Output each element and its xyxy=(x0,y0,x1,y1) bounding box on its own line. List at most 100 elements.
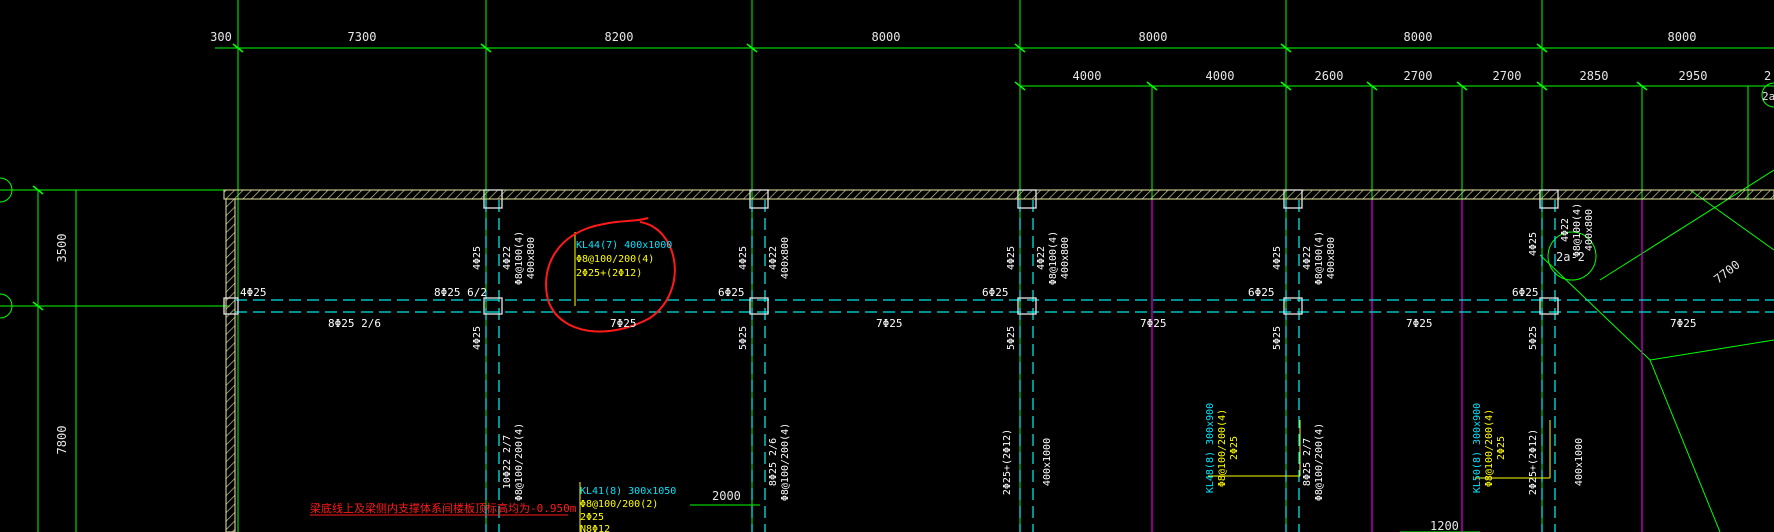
rebar-mid-2: 6Φ25 xyxy=(718,286,745,299)
dim-4000-b: 4000 xyxy=(1206,69,1235,83)
kl48-beam-label: KL48(8) 300x900 Φ8@100/200(4) 2Φ25 xyxy=(1205,403,1240,493)
dim-7800: 7800 xyxy=(55,426,69,455)
rebar-mid-1: 7Φ25 xyxy=(610,317,637,330)
dim-4000-a: 4000 xyxy=(1073,69,1102,83)
beam-lines xyxy=(235,200,1774,532)
rebar-mid-6: 7Φ25 xyxy=(876,317,903,330)
dims-left: 3500 7800 xyxy=(55,234,69,455)
kl41-title: KL41(8) 300x1050 xyxy=(580,486,676,497)
magenta-guide-lines xyxy=(1151,200,1643,532)
kl41-beam-label: KL41(8) 300x1050 Φ8@100/200(2) 2Φ25 N8Φ1… xyxy=(580,486,676,532)
wall-band xyxy=(223,189,1774,532)
columns xyxy=(223,189,1559,315)
c4-bot-2: Φ8@100/200(4) xyxy=(1314,423,1325,501)
col4-up-r1: 4Φ22 xyxy=(1302,246,1313,270)
dim-8000-d: 8000 xyxy=(1668,30,1697,44)
rebar-left-862: 8Φ25 6/2 xyxy=(434,286,487,299)
c2-bot-1: 8Φ25 2/6 xyxy=(768,438,779,486)
dim-2600: 2600 xyxy=(1315,69,1344,83)
col1-up-r2: Φ8@100(4) xyxy=(514,231,525,285)
dims-top-row: 300 7300 8200 8000 8000 8000 8000 xyxy=(210,30,1696,44)
kl44-beam-label: KL44(7) 400x1000 Φ8@100/200(4) 2Φ25+(2Φ1… xyxy=(576,240,672,279)
c3-bot-2: 400x1000 xyxy=(1042,438,1053,486)
col5-up-r2: Φ8@100(4) xyxy=(1572,203,1583,257)
col2-low: 5Φ25 xyxy=(738,326,749,350)
c2-bot-2: Φ8@100/200(4) xyxy=(780,423,791,501)
red-note: 梁底线上及梁侧内支撑体系间楼板顶标高均为-0.950m xyxy=(310,501,577,515)
col5-up-left: 4Φ25 xyxy=(1528,232,1539,256)
kl50-beam-label: KL50(8) 300x900 Φ8@100/200(4) 2Φ25 xyxy=(1472,403,1507,493)
col3-up-r3: 400x800 xyxy=(1060,237,1071,279)
kl48-stirrup: Φ8@100/200(4) xyxy=(1217,409,1228,487)
kl41-web: N8Φ12 xyxy=(580,524,610,532)
kl50-stirrup: Φ8@100/200(4) xyxy=(1484,409,1495,487)
label-leaders xyxy=(574,232,1551,532)
col4-low: 5Φ25 xyxy=(1272,326,1283,350)
edge-number: 2 xyxy=(1764,69,1771,83)
col5-up-r3: 400x800 xyxy=(1584,209,1595,251)
col5-up-r1: 4Φ22 xyxy=(1560,218,1571,242)
axis-tag-2a-edge: 2a xyxy=(1762,90,1774,103)
c4-bot-1: 8Φ25 2/7 xyxy=(1302,438,1313,486)
col3-up-left: 4Φ25 xyxy=(1006,246,1017,270)
col1-up-r3: 400x800 xyxy=(526,237,537,279)
c5-bot-1: 2Φ25+(2Φ12) xyxy=(1528,429,1539,495)
col4-up-r3: 400x800 xyxy=(1326,237,1337,279)
c3-bot-1: 2Φ25+(2Φ12) xyxy=(1002,429,1013,495)
kl44-rebar: 2Φ25+(2Φ12) xyxy=(576,268,642,279)
dim-2000: 2000 xyxy=(712,489,741,503)
rebar-mid-8: 7Φ25 xyxy=(1406,317,1433,330)
dim-2700-b: 2700 xyxy=(1493,69,1522,83)
col1-up-r1: 4Φ22 xyxy=(502,246,513,270)
rebar-mid-7: 7Φ25 xyxy=(1140,317,1167,330)
kl48-rebar: 2Φ25 xyxy=(1229,436,1240,460)
col2-up-left: 4Φ25 xyxy=(738,246,749,270)
dim-2850: 2850 xyxy=(1580,69,1609,83)
rebar-left-top: 4Φ25 xyxy=(240,286,267,299)
kl50-title: KL50(8) 300x900 xyxy=(1472,403,1483,493)
dim-3500: 3500 xyxy=(55,234,69,263)
col3-up-r1: 4Φ22 xyxy=(1036,246,1047,270)
col5-low: 5Φ25 xyxy=(1528,326,1539,350)
col3-low: 5Φ25 xyxy=(1006,326,1017,350)
kl44-stirrup: Φ8@100/200(4) xyxy=(576,254,654,265)
col1-up-left: 4Φ25 xyxy=(472,246,483,270)
axis-tag-2a-2: 2a-2 xyxy=(1556,250,1585,264)
col4-up-left: 4Φ25 xyxy=(1272,246,1283,270)
kl48-title: KL48(8) 300x900 xyxy=(1205,403,1216,493)
col2-up-r1: 4Φ22 xyxy=(768,246,779,270)
column-upper-labels: 4Φ25 4Φ22 Φ8@100(4) 400x800 4Φ25 4Φ22 40… xyxy=(472,203,1595,285)
dim-1200: 1200 xyxy=(1430,519,1459,532)
dim-7700: 7700 xyxy=(1711,258,1742,287)
c1-bot-2: Φ8@100/200(4) xyxy=(514,423,525,501)
col1-low: 4Φ25 xyxy=(472,326,483,350)
dim-300: 300 xyxy=(210,30,232,44)
col2-up-r2: 400x800 xyxy=(780,237,791,279)
beam-rebar-labels: 4Φ25 8Φ25 6/2 8Φ25 2/6 7Φ25 6Φ25 6Φ25 6Φ… xyxy=(240,286,1697,330)
kl41-stirrup: Φ8@100/200(2) xyxy=(580,499,658,510)
rebar-mid-3: 6Φ25 xyxy=(982,286,1009,299)
dim-2700-a: 2700 xyxy=(1404,69,1433,83)
column-bottom-labels: 10Φ22 2/7 Φ8@100/200(4) 8Φ25 2/6 Φ8@100/… xyxy=(502,423,1585,501)
column-lower-labels: 4Φ25 5Φ25 5Φ25 5Φ25 5Φ25 xyxy=(472,326,1539,350)
col4-up-r2: Φ8@100(4) xyxy=(1314,231,1325,285)
dim-8000-c: 8000 xyxy=(1404,30,1433,44)
kl44-title: KL44(7) 400x1000 xyxy=(576,240,672,251)
dims-second-row: 4000 4000 2600 2700 2700 2850 2950 xyxy=(1073,69,1708,83)
c1-bot-1: 10Φ22 2/7 xyxy=(502,435,513,489)
c5-bot-2: 400x1000 xyxy=(1574,438,1585,486)
dim-8000-b: 8000 xyxy=(1139,30,1168,44)
rebar-left-826: 8Φ25 2/6 xyxy=(328,317,381,330)
red-circle-annotation xyxy=(545,217,676,333)
dim-7300: 7300 xyxy=(348,30,377,44)
kl41-rebar: 2Φ25 xyxy=(580,512,604,523)
dim-8000-a: 8000 xyxy=(872,30,901,44)
col3-up-r2: Φ8@100(4) xyxy=(1048,231,1059,285)
rebar-mid-4: 6Φ25 xyxy=(1248,286,1275,299)
dim-8200: 8200 xyxy=(605,30,634,44)
rebar-mid-9: 7Φ25 xyxy=(1670,317,1697,330)
rebar-mid-5: 6Φ25 xyxy=(1512,286,1539,299)
kl50-rebar: 2Φ25 xyxy=(1496,436,1507,460)
dim-2950: 2950 xyxy=(1679,69,1708,83)
